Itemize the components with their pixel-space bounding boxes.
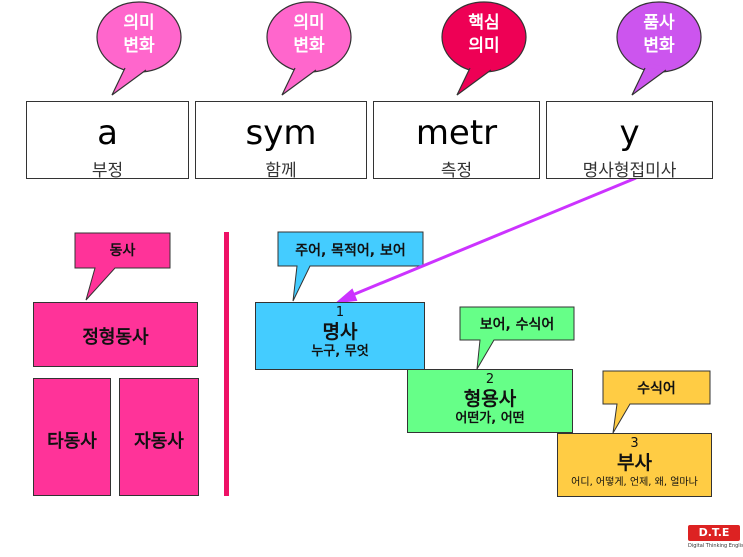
adverb-question: 어디, 어떻게, 언제, 왜, 얼마나 bbox=[571, 477, 698, 488]
bubble-3-text: 핵심 의미 bbox=[442, 12, 526, 58]
finite-verb-box: 정형동사 bbox=[33, 302, 198, 367]
bubble-2-line-1: 의미 bbox=[293, 13, 325, 33]
bubble-2 bbox=[266, 1, 352, 96]
bubble-4 bbox=[616, 1, 702, 96]
intransitive-verb-box: 자동사 bbox=[119, 378, 199, 496]
adjective-callout-shape bbox=[459, 306, 575, 370]
finite-verb-label: 정형동사 bbox=[82, 327, 149, 348]
morpheme-box-1: a 부정 bbox=[26, 101, 189, 181]
verb-callout-shape bbox=[74, 232, 171, 301]
bubble-1-line-1: 의미 bbox=[123, 13, 155, 33]
bubble-2-text: 의미 변화 bbox=[267, 12, 351, 58]
logo-subtitle: Digital Thinking English bbox=[688, 543, 743, 549]
adverb-callout-label: 수식어 bbox=[637, 381, 676, 397]
noun-callout-label: 주어, 목적어, 보어 bbox=[295, 243, 406, 259]
morpheme-2-meaning: 함께 bbox=[265, 161, 297, 181]
noun-question: 누구, 무엇 bbox=[311, 344, 369, 359]
bubble-1-text: 의미 변화 bbox=[97, 12, 181, 58]
adjective-callout-label: 보어, 수식어 bbox=[479, 317, 555, 333]
morpheme-box-3: metr 측정 bbox=[373, 101, 540, 181]
noun-label: 명사 bbox=[322, 321, 358, 343]
adjective-number: 2 bbox=[485, 372, 495, 387]
noun-box: 1 명사 누구, 무엇 bbox=[255, 302, 425, 370]
noun-callout-shape bbox=[277, 231, 424, 302]
bubble-3-line-1: 핵심 bbox=[468, 13, 500, 33]
bubble-2-line-2: 변화 bbox=[293, 36, 325, 56]
morpheme-1-meaning: 부정 bbox=[91, 161, 124, 181]
bubble-4-line-1: 품사 bbox=[643, 13, 675, 33]
logo-mark: D.T.E bbox=[688, 525, 740, 541]
verb-callout-label: 동사 bbox=[109, 243, 136, 259]
adverb-box: 3 부사 어디, 어떻게, 언제, 왜, 얼마나 bbox=[557, 433, 712, 497]
adverb-callout-shape bbox=[602, 370, 711, 434]
transitive-verb-box: 타동사 bbox=[33, 378, 111, 496]
bubble-3-line-2: 의미 bbox=[468, 36, 500, 56]
bubble-3 bbox=[441, 1, 527, 96]
bubble-4-text: 품사 변화 bbox=[617, 12, 701, 58]
bubble-1 bbox=[96, 1, 182, 96]
noun-number: 1 bbox=[335, 305, 345, 320]
divider-line bbox=[224, 232, 229, 496]
transitive-verb-label: 타동사 bbox=[47, 431, 97, 452]
suffix-arrow bbox=[334, 176, 637, 304]
morpheme-2-root: sym bbox=[245, 113, 317, 153]
bubble-1-line-2: 변화 bbox=[123, 36, 155, 56]
morpheme-1-root: a bbox=[97, 113, 118, 153]
morpheme-4-root: y bbox=[619, 113, 640, 153]
adjective-label: 형용사 bbox=[463, 388, 517, 410]
morpheme-box-4: y 명사형접미사 bbox=[546, 101, 713, 181]
intransitive-verb-label: 자동사 bbox=[134, 431, 184, 452]
morpheme-3-meaning: 측정 bbox=[440, 161, 473, 181]
morpheme-3-root: metr bbox=[415, 113, 498, 153]
morpheme-box-2: sym 함께 bbox=[195, 101, 367, 181]
adverb-number: 3 bbox=[630, 436, 639, 451]
dte-logo: D.T.E Digital Thinking English bbox=[688, 525, 743, 555]
adjective-box: 2 형용사 어떤가, 어떤 bbox=[407, 369, 573, 433]
bubble-4-line-2: 변화 bbox=[643, 36, 675, 56]
adjective-question: 어떤가, 어떤 bbox=[455, 411, 525, 426]
morpheme-4-meaning: 명사형접미사 bbox=[582, 161, 677, 181]
adverb-label: 부사 bbox=[617, 452, 652, 474]
